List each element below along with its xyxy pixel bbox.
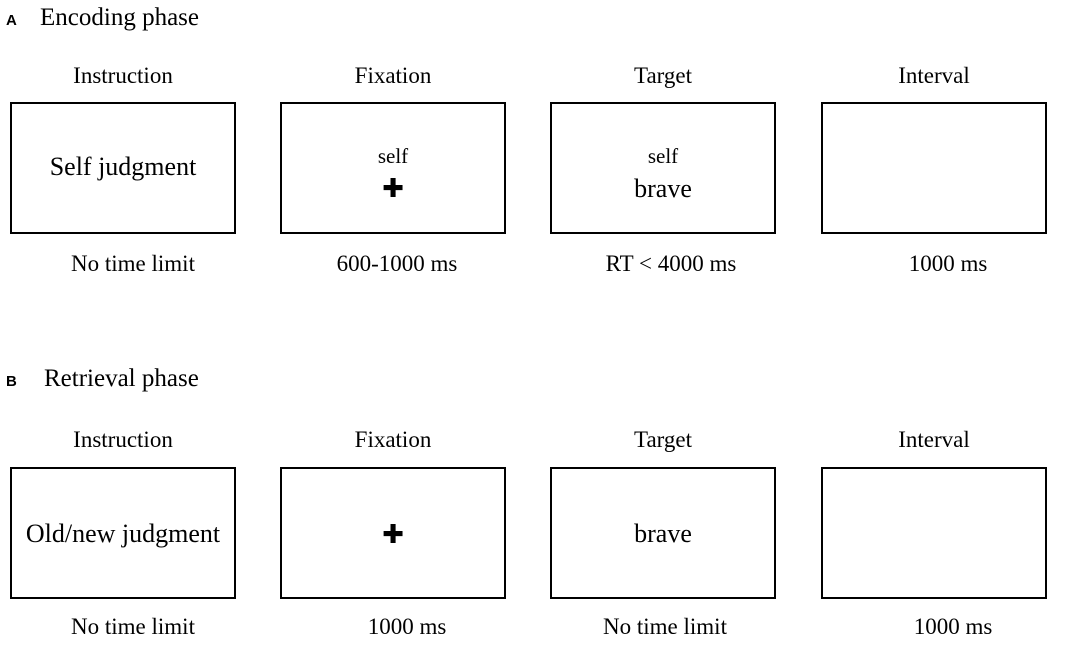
panel-a-label-target: Target (634, 63, 692, 88)
plus-icon: ✚ (382, 520, 404, 550)
panel-a-label-instruction: Instruction (73, 63, 173, 88)
panel-b-timing-target: No time limit (603, 614, 727, 639)
panel-a-letter: A (6, 12, 17, 29)
panel-a-timing-interval: 1000 ms (908, 251, 988, 276)
panel-b-title: Retrieval phase (44, 365, 199, 392)
cue-word: self (647, 144, 679, 168)
panel-b-interval-screen (821, 467, 1047, 599)
panel-b-timing-instruction: No time limit (71, 614, 195, 639)
panel-b-label-target: Target (634, 427, 692, 452)
instruction-text: Old/new judgment (25, 519, 221, 548)
target-word: brave (634, 519, 692, 548)
cue-word: self (377, 144, 409, 168)
panel-a-instruction-screen: Self judgment (10, 102, 236, 234)
target-word: brave (634, 174, 692, 203)
panel-a-target-screen: self brave (550, 102, 776, 234)
panel-a-label-interval: Interval (898, 63, 970, 88)
panel-b-target-screen: brave (550, 467, 776, 599)
panel-a-timing-target: RT < 4000 ms (605, 251, 737, 276)
panel-b-label-fixation: Fixation (354, 427, 432, 452)
panel-b-label-interval: Interval (898, 427, 970, 452)
panel-a-timing-fixation: 600-1000 ms (336, 251, 458, 276)
panel-b-letter: B (6, 373, 17, 390)
panel-a-title: Encoding phase (40, 4, 199, 31)
panel-a-timing-instruction: No time limit (71, 251, 195, 276)
panel-b-timing-fixation: 1000 ms (367, 614, 447, 639)
panel-a-fixation-screen: self ✚ (280, 102, 506, 234)
plus-icon: ✚ (382, 174, 404, 204)
panel-a-interval-screen (821, 102, 1047, 234)
panel-b-label-instruction: Instruction (73, 427, 173, 452)
panel-b-fixation-screen: ✚ (280, 467, 506, 599)
panel-a-label-fixation: Fixation (354, 63, 432, 88)
panel-b-instruction-screen: Old/new judgment (10, 467, 236, 599)
panel-b-timing-interval: 1000 ms (913, 614, 993, 639)
instruction-text: Self judgment (49, 152, 197, 181)
